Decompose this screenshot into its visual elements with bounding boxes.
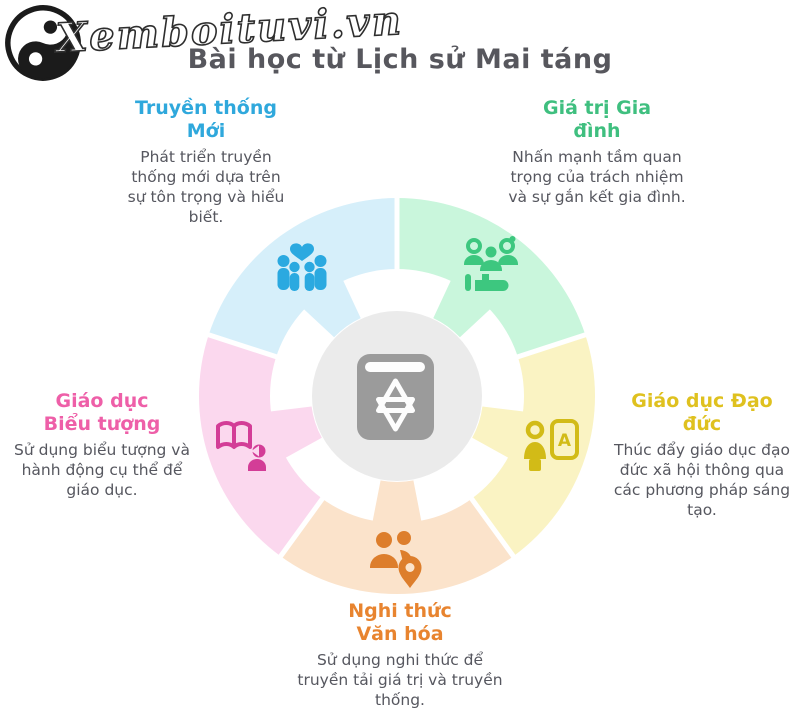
segment-title: Giáo dục Biểu tượng — [43, 390, 161, 436]
segment-description: Sử dụng biểu tượng và hành động cụ thể đ… — [14, 441, 190, 499]
segment-label-gia-tri-gia-dinh: Giá trị Gia đình Nhấn mạnh tầm quan trọn… — [503, 97, 691, 208]
svg-text:A: A — [558, 431, 572, 451]
segment-title: Truyền thống Mới — [135, 97, 277, 143]
yin-yang-icon — [4, 4, 82, 82]
segment-title: Giá trị Gia đình — [542, 97, 652, 143]
segment-label-nghi-thuc-van-hoa: Nghi thức Văn hóa Sử dụng nghi thức để t… — [295, 600, 505, 711]
segment-description: Phát triển truyền thống mới dựa trên sự … — [127, 148, 285, 226]
page-title: Bài học từ Lịch sử Mai táng — [187, 44, 613, 75]
segment-description: Nhấn mạnh tầm quan trọng của trách nhiệm… — [508, 148, 686, 206]
people-group-icon — [460, 233, 524, 297]
segment-description: Thúc đẩy giáo dục đạo đức xã hội thông q… — [613, 441, 791, 519]
book-reader-icon — [211, 414, 275, 478]
segment-label-truyen-thong-moi: Truyền thống Mới Phát triển truyền thống… — [122, 97, 290, 228]
segment-description: Sử dụng nghi thức để truyền tải giá trị … — [297, 651, 503, 709]
segment-label-giao-duc-bieu-tuong: Giáo dục Biểu tượng Sử dụng biểu tượng v… — [8, 390, 196, 501]
torah-book-icon — [354, 348, 440, 444]
users-location-pin-icon — [365, 526, 429, 590]
teacher-board-icon: A — [519, 414, 583, 478]
family-heart-icon — [270, 233, 334, 297]
segment-title: Giáo dục Đạo đức — [631, 390, 773, 436]
segment-title: Nghi thức Văn hóa — [348, 600, 452, 646]
segment-label-giao-duc-dao-duc: Giáo dục Đạo đức Thúc đẩy giáo dục đạo đ… — [608, 390, 796, 521]
